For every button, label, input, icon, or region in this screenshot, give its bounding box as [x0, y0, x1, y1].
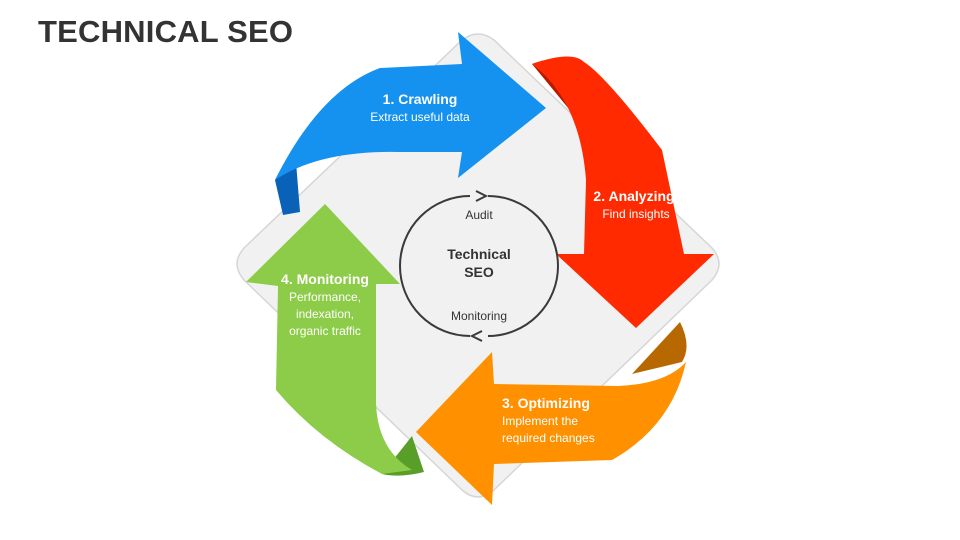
analyzing-description: Find insights [602, 207, 669, 221]
step-analyzing-arrow [532, 56, 714, 328]
page-title: TECHNICAL SEO [38, 14, 294, 49]
analyzing-title: 2. Analyzing [593, 188, 674, 204]
monitoring-description-line2: indexation, [296, 307, 354, 321]
monitoring-title: 4. Monitoring [281, 271, 369, 287]
monitoring-description-line1: Performance, [289, 290, 361, 304]
center-cycle-ring [399, 195, 559, 337]
monitoring-description-line3: organic traffic [289, 324, 361, 338]
center-title-line2: SEO [464, 264, 494, 280]
center-title-line1: Technical [447, 246, 511, 262]
optimizing-title: 3. Optimizing [502, 395, 590, 411]
crawling-description: Extract useful data [370, 110, 470, 124]
ring-label-audit: Audit [465, 208, 493, 222]
ring-label-monitoring: Monitoring [451, 309, 507, 323]
step-optimizing-arrow [416, 322, 687, 505]
ring-arrowhead-bottom [469, 330, 483, 342]
crawling-title: 1. Crawling [383, 91, 458, 107]
step-crawling-arrow [275, 32, 546, 215]
optimizing-description-line1: Implement the [502, 414, 578, 428]
optimizing-description-line2: required changes [502, 431, 595, 445]
ring-arrowhead-top [475, 190, 489, 202]
step-monitoring-arrow [246, 204, 424, 476]
